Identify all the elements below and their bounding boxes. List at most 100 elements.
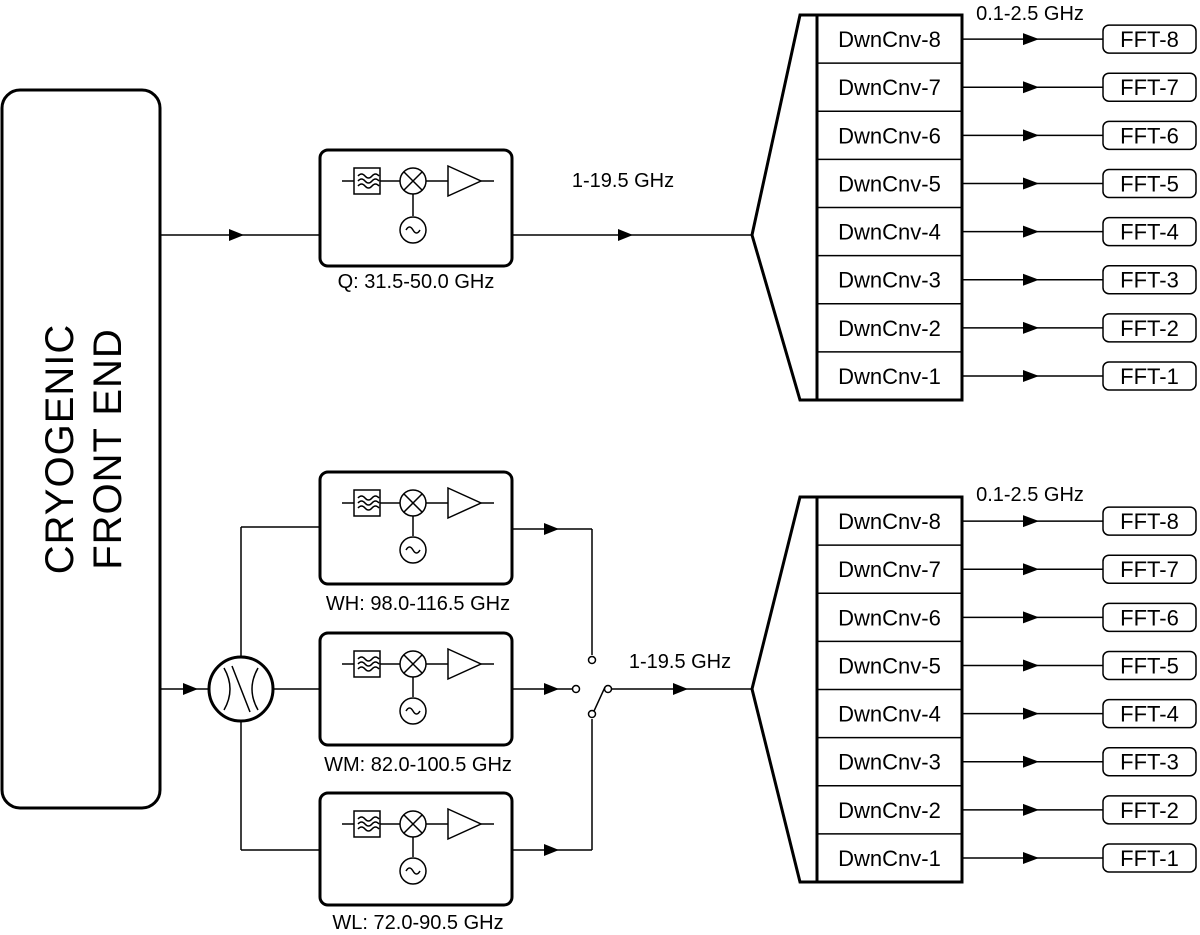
downconverter-label: DwnCnv-3 (838, 750, 941, 775)
fft-block[interactable]: FFT-5 (1102, 650, 1197, 681)
signal-arrow (544, 523, 559, 535)
oscillator-icon (399, 697, 427, 725)
mixer-icon (399, 810, 427, 838)
signal-arrow (544, 683, 559, 695)
fft-block[interactable]: FFT-4 (1102, 698, 1197, 729)
mixer-icon (399, 167, 427, 195)
signal-arrow (1023, 803, 1039, 816)
fft-block[interactable]: FFT-3 (1102, 746, 1197, 777)
downconverter-label: DwnCnv-7 (838, 75, 941, 100)
downconverter-row[interactable]: DwnCnv-5 FFT-5 (817, 640, 1197, 681)
front-end-label-line-2: FRONT END (86, 328, 130, 570)
wl-band-label: WL: 72.0-90.5 GHz (332, 912, 503, 934)
bottom-sub-band-label: 0.1-2.5 GHz (976, 484, 1084, 506)
downconverter-label: DwnCnv-1 (838, 846, 941, 871)
signal-arrow (1023, 611, 1039, 624)
fft-block[interactable]: FFT-1 (1102, 361, 1197, 391)
downconverter-row[interactable]: DwnCnv-7 FFT-7 (817, 62, 1197, 102)
downconverter-row[interactable]: DwnCnv-4 FFT-4 (817, 206, 1197, 247)
bandpass-filter-icon (353, 810, 381, 838)
downconverter-row[interactable]: DwnCnv-8 FFT-8 (838, 24, 1197, 54)
signal-arrow (1023, 33, 1039, 46)
fft-block[interactable]: FFT-3 (1102, 264, 1197, 295)
fft-block[interactable]: FFT-7 (1102, 72, 1197, 102)
signal-arrow (1023, 273, 1039, 286)
fft-block[interactable]: FFT-4 (1102, 216, 1197, 247)
top-bank-splitter (750, 13, 819, 402)
fft-label: FFT-6 (1120, 123, 1179, 148)
fft-block[interactable]: FFT-8 (1102, 24, 1197, 54)
fft-label: FFT-2 (1120, 316, 1179, 341)
q-band-module[interactable] (318, 148, 514, 268)
signal-arrow (1023, 369, 1039, 382)
signal-arrow (1023, 515, 1039, 528)
oscillator-icon (399, 216, 427, 244)
fft-block[interactable]: FFT-2 (1102, 795, 1197, 825)
downconverter-label: DwnCnv-1 (838, 364, 941, 389)
fft-block[interactable]: FFT-8 (1102, 506, 1197, 536)
downconverter-label: DwnCnv-5 (838, 653, 941, 678)
fft-label: FFT-4 (1120, 220, 1179, 245)
downconverter-row[interactable]: DwnCnv-3 FFT-3 (817, 736, 1197, 777)
top-if-label: 1-19.5 GHz (572, 170, 674, 192)
downconverter-row[interactable]: DwnCnv-3 FFT-3 (817, 254, 1197, 295)
fft-block[interactable]: FFT-6 (1102, 120, 1197, 151)
signal-arrow (1023, 707, 1039, 720)
fft-block[interactable]: FFT-5 (1102, 168, 1197, 199)
downconverter-row[interactable]: DwnCnv-1 FFT-1 (817, 833, 1197, 873)
mixer-icon (399, 650, 427, 678)
fft-block[interactable]: FFT-1 (1102, 843, 1197, 873)
downconverter-label: DwnCnv-7 (838, 557, 941, 582)
signal-arrow (1023, 851, 1039, 864)
fft-label: FFT-6 (1120, 605, 1179, 630)
downconverter-row[interactable]: DwnCnv-6 FFT-6 (817, 110, 1197, 151)
fft-block[interactable]: FFT-7 (1102, 554, 1197, 584)
downconverter-row[interactable]: DwnCnv-7 FFT-7 (817, 544, 1197, 584)
rf-switch-icon[interactable] (571, 655, 613, 719)
signal-arrow (1023, 129, 1039, 142)
cryogenic-front-end[interactable]: CRYOGENIC FRONT END (0, 88, 162, 810)
downconverter-label: DwnCnv-4 (838, 220, 941, 245)
wl-band-module[interactable] (318, 791, 514, 907)
fft-label: FFT-5 (1120, 171, 1179, 196)
amplifier-icon (447, 164, 483, 198)
fft-block[interactable]: FFT-6 (1102, 602, 1197, 633)
fft-label: FFT-8 (1120, 27, 1179, 52)
bottom-if-label: 1-19.5 GHz (629, 651, 731, 673)
wm-band-module[interactable] (318, 631, 514, 747)
fft-label: FFT-1 (1120, 364, 1179, 389)
downconverter-row[interactable]: DwnCnv-1 FFT-1 (817, 351, 1197, 391)
wh-band-module[interactable] (318, 470, 514, 586)
fft-label: FFT-7 (1120, 557, 1179, 582)
downconverter-label: DwnCnv-8 (838, 27, 941, 52)
front-end-label-line-1: CRYOGENIC (38, 324, 82, 575)
signal-arrow (183, 683, 198, 695)
downconverter-label: DwnCnv-3 (838, 268, 941, 293)
downconverter-label: DwnCnv-6 (838, 123, 941, 148)
bandpass-filter-icon (353, 167, 381, 195)
fft-label: FFT-8 (1120, 509, 1179, 534)
top-sub-band-label: 0.1-2.5 GHz (976, 3, 1084, 25)
fft-block[interactable]: FFT-2 (1102, 313, 1197, 343)
signal-arrow (673, 683, 688, 695)
wm-band-label: WM: 82.0-100.5 GHz (324, 754, 512, 776)
signal-arrow (1023, 659, 1039, 672)
signal-arrow (1023, 755, 1039, 768)
downconverter-row[interactable]: DwnCnv-2 FFT-2 (817, 303, 1197, 343)
downconverter-label: DwnCnv-2 (838, 316, 941, 341)
amplifier-icon (447, 647, 483, 681)
oscillator-icon (399, 536, 427, 564)
fft-label: FFT-3 (1120, 750, 1179, 775)
amplifier-icon (447, 807, 483, 841)
frequency-splitter-icon[interactable] (207, 655, 275, 723)
signal-arrow (1023, 81, 1039, 94)
wh-band-label: WH: 98.0-116.5 GHz (326, 593, 510, 615)
fft-label: FFT-3 (1120, 268, 1179, 293)
